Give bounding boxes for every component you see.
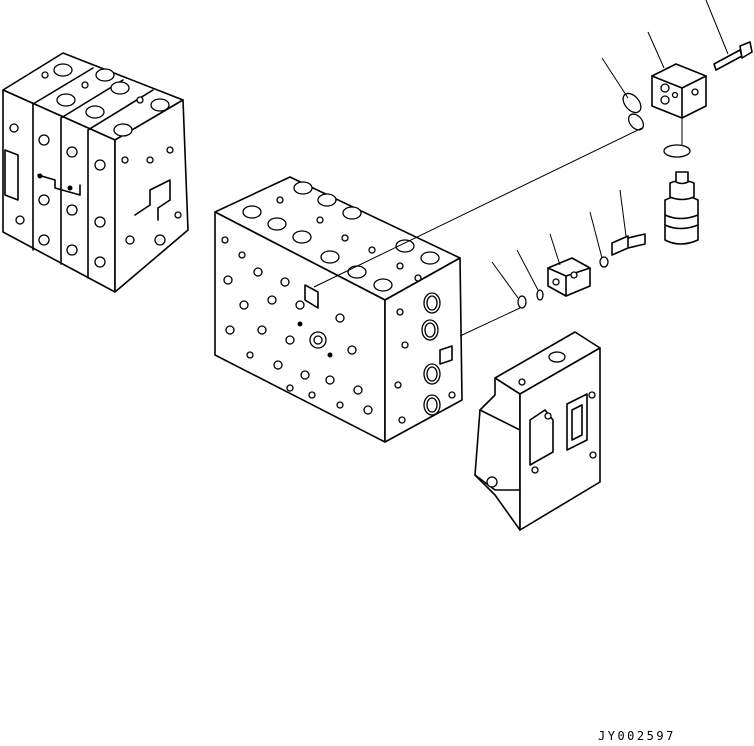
assembled-valve-stack — [2, 52, 189, 293]
leader-lines — [313, 0, 729, 337]
drawing-code: JY002597 — [598, 729, 676, 743]
end-cover-block — [474, 331, 601, 531]
main-valve-block — [214, 176, 463, 443]
small-parts — [517, 41, 753, 309]
